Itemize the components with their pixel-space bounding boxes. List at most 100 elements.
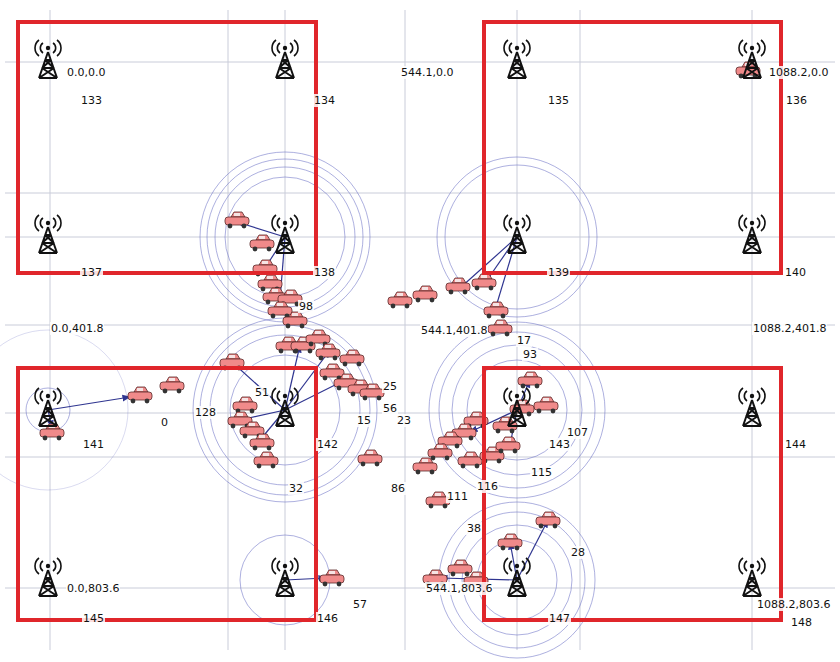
coordinate-label: 544.1,0.0 xyxy=(400,66,454,79)
car-icon xyxy=(250,235,274,251)
coverage-ring xyxy=(193,318,377,502)
tower-icon xyxy=(504,388,530,426)
coverage-ring xyxy=(26,388,70,432)
tower-icon xyxy=(504,558,530,596)
tower-icon xyxy=(35,388,61,426)
grid-lines xyxy=(5,10,835,650)
car-icon xyxy=(448,560,472,576)
tower-icon xyxy=(35,40,61,78)
grid-line xyxy=(5,62,835,63)
tower-icon xyxy=(739,558,765,596)
vehicle-id: 128 xyxy=(194,406,217,419)
vehicle-id: 93 xyxy=(522,348,538,361)
link-arrow xyxy=(517,520,548,580)
vehicle-id: 25 xyxy=(382,380,398,393)
coordinate-label: 544.1,803.6 xyxy=(425,582,493,595)
car-icon xyxy=(484,302,508,318)
vehicles xyxy=(40,62,760,588)
car-icon xyxy=(472,274,496,290)
car-icon xyxy=(534,397,558,413)
car-icon xyxy=(283,312,307,328)
vehicle-id: 115 xyxy=(530,466,553,479)
region-box xyxy=(484,22,781,273)
region-box xyxy=(484,368,781,620)
car-icon xyxy=(518,372,542,388)
car-icon xyxy=(250,434,274,450)
coverage-ring xyxy=(439,332,595,488)
coverage-ring xyxy=(210,335,360,485)
station-id: 144 xyxy=(784,438,807,451)
tower-icon xyxy=(272,40,298,78)
vehicle-id: 116 xyxy=(476,480,499,493)
car-icon xyxy=(360,384,384,400)
vehicle-id: 17 xyxy=(516,334,532,347)
grid-line xyxy=(5,193,835,194)
tower-icon xyxy=(739,215,765,253)
station-id: 143 xyxy=(548,438,571,451)
coverage-ring xyxy=(200,325,370,495)
coverage-ring xyxy=(429,322,605,498)
station-id: 137 xyxy=(80,266,103,279)
grid-line xyxy=(285,10,286,650)
car-icon xyxy=(498,534,522,550)
car-icon xyxy=(128,387,152,403)
vehicle-id: 23 xyxy=(396,414,412,427)
vehicle-id: 111 xyxy=(446,490,469,503)
grid-line xyxy=(5,237,835,238)
coverage-ring xyxy=(215,167,355,307)
car-icon xyxy=(388,292,412,308)
car-icon xyxy=(458,452,482,468)
car-icon xyxy=(320,570,344,586)
car-icon xyxy=(340,350,364,366)
car-icon xyxy=(233,397,257,413)
vehicle-id: 0 xyxy=(160,416,169,429)
grid-line xyxy=(405,10,406,650)
car-icon xyxy=(488,320,512,336)
vehicle-id: 51 xyxy=(254,386,270,399)
tower-icon xyxy=(739,388,765,426)
station-id: 133 xyxy=(80,94,103,107)
station-id: 134 xyxy=(313,94,336,107)
station-id: 141 xyxy=(82,438,105,451)
vehicle-id: 86 xyxy=(390,482,406,495)
grid-line xyxy=(517,10,518,650)
station-id: 136 xyxy=(785,94,808,107)
car-icon xyxy=(536,512,560,528)
car-icon xyxy=(438,432,462,448)
coordinate-label: 1088.2,401.8 xyxy=(752,322,827,335)
coordinate-label: 0.0,0.0 xyxy=(66,66,106,79)
coverage-ring xyxy=(439,502,595,658)
station-id: 135 xyxy=(547,94,570,107)
grid-line xyxy=(5,457,835,458)
tower-icon xyxy=(272,215,298,253)
station-id: 140 xyxy=(784,266,807,279)
grid-line xyxy=(228,10,229,650)
tower-icon xyxy=(272,388,298,426)
station-id: 145 xyxy=(82,612,105,625)
vehicle-links xyxy=(48,62,752,580)
car-icon xyxy=(358,450,382,466)
tower-icon xyxy=(35,558,61,596)
coverage-ring xyxy=(225,177,345,297)
coverage-ring xyxy=(200,152,370,322)
station-id: 148 xyxy=(790,616,813,629)
car-icon xyxy=(240,422,264,438)
tower-icon xyxy=(272,558,298,596)
car-icon xyxy=(496,437,520,453)
car-icon xyxy=(413,286,437,302)
car-icon xyxy=(316,344,340,360)
car-icon xyxy=(413,458,437,474)
vehicle-id: 107 xyxy=(566,426,589,439)
coverage-rings xyxy=(0,152,605,658)
car-icon xyxy=(428,444,452,460)
station-id: 146 xyxy=(316,612,339,625)
station-id: 139 xyxy=(547,266,570,279)
tower-icon xyxy=(739,40,765,78)
vehicle-id: 15 xyxy=(356,414,372,427)
vehicle-id: 38 xyxy=(466,522,482,535)
car-icon xyxy=(160,377,184,393)
car-icon xyxy=(268,302,292,318)
station-id: 138 xyxy=(313,266,336,279)
